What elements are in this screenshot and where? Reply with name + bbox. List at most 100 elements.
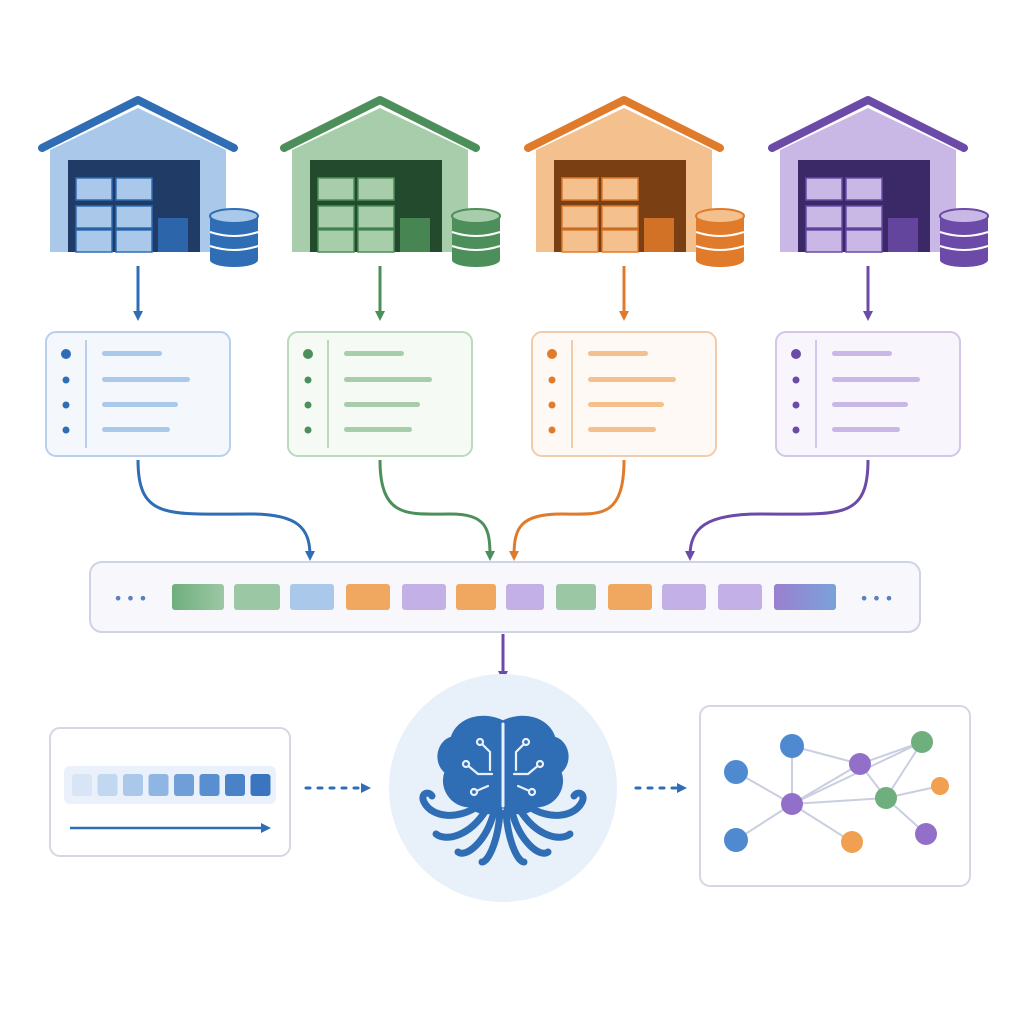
- token-stream: ••• •••: [89, 561, 921, 633]
- record-list-icon: [775, 331, 961, 457]
- database-icon: [695, 208, 745, 267]
- card-line: [102, 427, 170, 432]
- card-bullet: [548, 401, 556, 409]
- card-frame: [287, 331, 473, 457]
- db-top: [695, 208, 745, 224]
- cargo-box: [115, 177, 153, 201]
- card-to-stream-arrow: [509, 459, 626, 561]
- card-line: [344, 351, 404, 356]
- card-line: [588, 351, 648, 356]
- cargo-box: [115, 229, 153, 253]
- warehouse-icon: [280, 96, 501, 321]
- cargo-box: [805, 177, 843, 201]
- sequence-block: [97, 774, 118, 796]
- ellipsis-left: •••: [113, 589, 150, 608]
- cargo-box: [317, 177, 355, 201]
- cargo-box: [601, 205, 639, 229]
- record-list-icon: [45, 331, 231, 457]
- cargo-box: [561, 177, 599, 201]
- db-bottom: [696, 253, 744, 267]
- cargo-box: [357, 229, 395, 253]
- card-bullet: [791, 349, 801, 359]
- token-stream-bar: [89, 561, 921, 633]
- cargo-box: [805, 205, 843, 229]
- record-list-icon: [531, 331, 717, 457]
- db-rings: [939, 231, 989, 251]
- graph-node: [724, 760, 748, 784]
- cargo-box: [888, 218, 918, 252]
- card-line: [344, 402, 420, 407]
- database-icon: [939, 208, 989, 267]
- graph-node: [780, 734, 804, 758]
- warehouse-row: [38, 96, 989, 321]
- card-bullet: [61, 349, 71, 359]
- cargo-box: [601, 177, 639, 201]
- db-bottom: [452, 253, 500, 267]
- card-bullet: [792, 401, 800, 409]
- card-line: [832, 402, 908, 407]
- card-frame: [45, 331, 231, 457]
- card-frame: [531, 331, 717, 457]
- db-rings: [451, 231, 501, 251]
- token: [556, 584, 596, 610]
- sequence-block: [225, 774, 245, 796]
- card-bullet: [62, 376, 70, 384]
- token: [718, 584, 762, 610]
- cargo-box: [317, 205, 355, 229]
- db-rings: [209, 231, 259, 251]
- octopus-brain-icon: [419, 715, 587, 866]
- model: [389, 674, 617, 902]
- graph-edge: [791, 763, 861, 805]
- graph-edge: [791, 803, 853, 843]
- warehouse-roof: [524, 96, 724, 152]
- cargo-box: [805, 229, 843, 253]
- card-to-stream-arrow: [378, 459, 495, 561]
- sequence-block: [72, 774, 92, 796]
- db-bottom: [940, 253, 988, 267]
- graph-node: [931, 777, 949, 795]
- token: [608, 584, 652, 610]
- network-graph-icon: [724, 731, 949, 853]
- db-top: [939, 208, 989, 224]
- warehouse-roof: [768, 96, 968, 152]
- cargo-box: [601, 229, 639, 253]
- warehouse-roof: [280, 96, 480, 152]
- cargo-box: [317, 229, 355, 253]
- cargo-box: [357, 177, 395, 201]
- sequence-panel: [49, 727, 291, 857]
- cargo-box: [644, 218, 674, 252]
- cargo-box: [75, 177, 113, 201]
- token: [662, 584, 706, 610]
- token: [774, 584, 836, 610]
- cargo-box: [75, 205, 113, 229]
- database-icon: [451, 208, 501, 267]
- graph-edge: [885, 741, 923, 799]
- graph-node: [915, 823, 937, 845]
- record-list-icon: [287, 331, 473, 457]
- card-line: [102, 377, 190, 382]
- card-bullet: [304, 401, 312, 409]
- card-bullet: [62, 401, 70, 409]
- token: [172, 584, 224, 610]
- graph-node: [724, 828, 748, 852]
- graph-node: [849, 753, 871, 775]
- card-line: [588, 377, 676, 382]
- merge-connectors: [136, 459, 870, 561]
- cargo-box: [158, 218, 188, 252]
- card-bullet: [548, 426, 556, 434]
- graph-node: [911, 731, 933, 753]
- token: [456, 584, 496, 610]
- token-list: [172, 584, 836, 610]
- sequence-block: [199, 774, 220, 796]
- card-line: [588, 427, 656, 432]
- card-line: [102, 351, 162, 356]
- record-card-row: [45, 331, 961, 457]
- card-line: [832, 377, 920, 382]
- warehouse-icon: [524, 96, 745, 321]
- card-bullet: [547, 349, 557, 359]
- graph-node: [841, 831, 863, 853]
- db-rings: [695, 231, 745, 251]
- sequence-block: [174, 774, 194, 796]
- warehouse-roof: [38, 96, 238, 152]
